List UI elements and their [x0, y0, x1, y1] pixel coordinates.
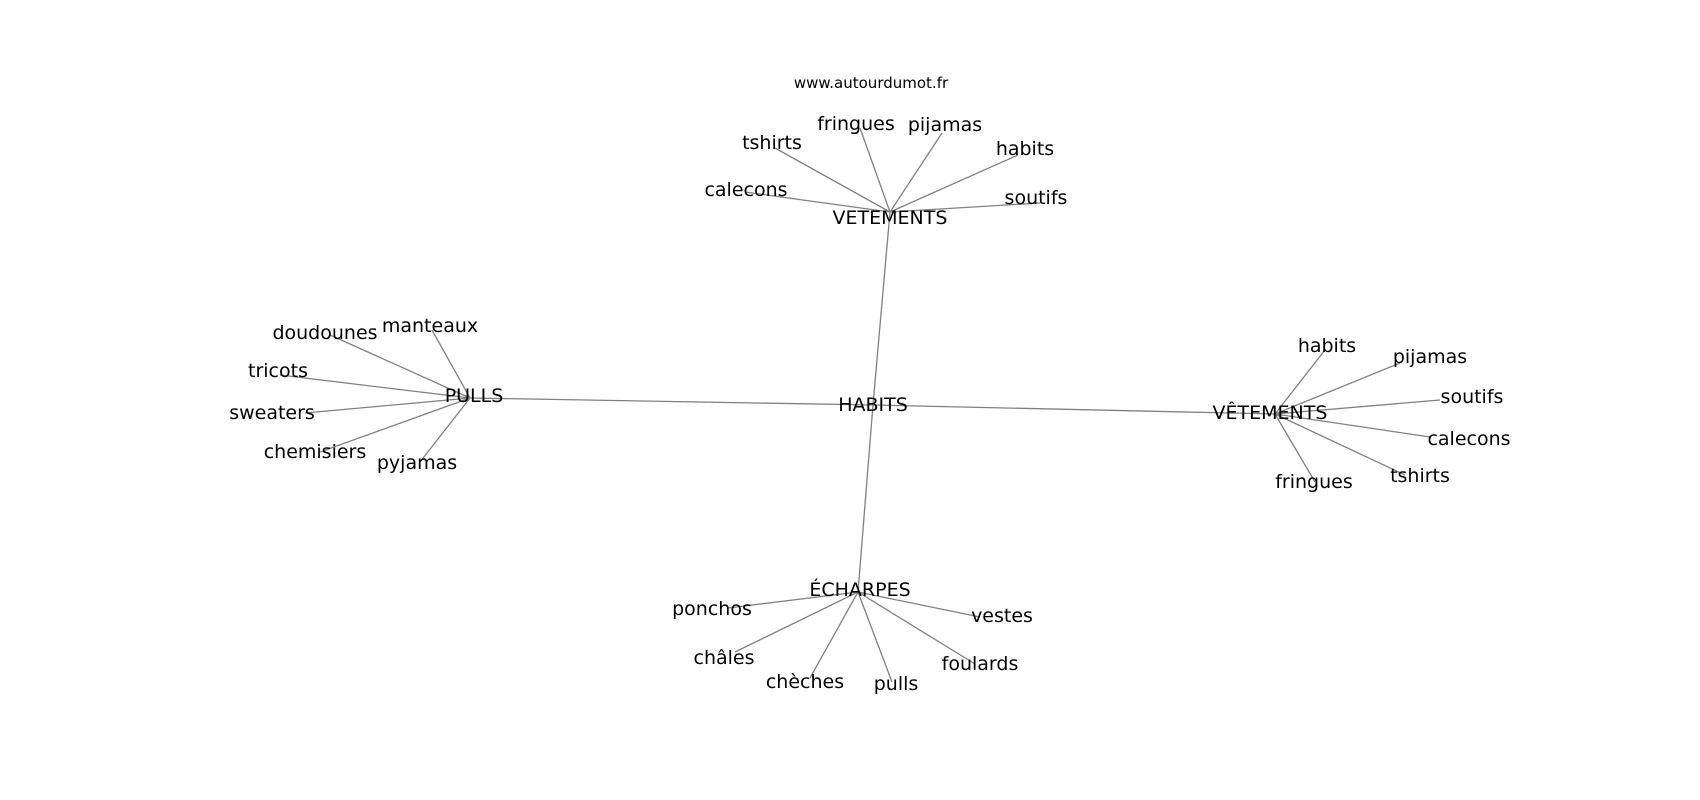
node-leaf-1-0: doudounes	[272, 322, 377, 344]
edge-hub-0-leaf-1	[774, 147, 891, 213]
edge-hub-2-leaf-2	[1274, 399, 1441, 415]
node-hub-1: PULLS	[445, 385, 504, 407]
edge-hub-1-leaf-0	[329, 334, 471, 399]
edge-hub-2-leaf-4	[1274, 413, 1406, 476]
node-hub-3: ÉCHARPES	[809, 578, 910, 601]
edge-hub-1-leaf-2	[279, 374, 471, 399]
edge-center-hub-3	[857, 404, 874, 593]
labels-layer: HABITS VETEMENTS calecons tshirts fringues pi…	[229, 113, 1510, 695]
node-leaf-1-4: chemisiers	[264, 441, 367, 463]
node-leaf-3-1: châles	[694, 647, 755, 669]
edge-hub-0-leaf-3	[889, 132, 943, 213]
edge-hub-2-leaf-0	[1274, 349, 1326, 415]
node-leaf-1-5: pyjamas	[377, 452, 457, 474]
edge-hub-1-leaf-4	[319, 397, 471, 453]
edge-hub-2-leaf-5	[1274, 413, 1316, 483]
edge-center-hub-1	[469, 397, 874, 406]
edge-center-hub-0	[872, 211, 891, 406]
edge-hub-0-leaf-0	[744, 191, 891, 213]
node-leaf-1-3: sweaters	[229, 402, 315, 424]
node-leaf-3-0: ponchos	[672, 598, 752, 620]
node-leaf-1-1: manteaux	[382, 315, 478, 337]
edge-hub-0-leaf-2	[859, 127, 891, 213]
node-leaf-0-3: pijamas	[908, 114, 982, 136]
edge-hub-3-leaf-5	[857, 591, 981, 618]
node-leaf-3-5: vestes	[971, 605, 1033, 627]
edge-hub-3-leaf-4	[857, 591, 976, 665]
node-leaf-3-2: chèches	[766, 671, 844, 693]
edge-hub-3-leaf-1	[734, 591, 859, 653]
edge-hub-2-leaf-1	[1274, 362, 1401, 415]
edge-hub-0-leaf-5	[889, 202, 1041, 213]
edge-hub-3-leaf-2	[809, 591, 859, 679]
edge-hub-0-leaf-4	[889, 154, 1019, 213]
node-leaf-0-1: tshirts	[742, 132, 802, 154]
node-leaf-3-4: foulards	[942, 653, 1019, 675]
edge-hub-3-leaf-0	[727, 591, 859, 609]
source-text: www.autourdumot.fr	[794, 74, 949, 92]
node-leaf-0-2: fringues	[817, 113, 895, 135]
node-leaf-0-4: habits	[996, 138, 1054, 160]
node-leaf-2-0: habits	[1298, 335, 1356, 357]
node-leaf-2-3: calecons	[1427, 428, 1510, 450]
node-leaf-2-1: pijamas	[1393, 346, 1467, 368]
node-leaf-2-2: soutifs	[1441, 386, 1504, 408]
edge-hub-2-leaf-3	[1274, 413, 1431, 438]
node-leaf-2-5: fringues	[1275, 471, 1353, 493]
edge-hub-1-leaf-3	[304, 397, 471, 414]
edges-layer	[279, 127, 1441, 683]
node-hub-0: VETEMENTS	[833, 207, 948, 229]
edge-hub-1-leaf-1	[431, 329, 471, 399]
node-leaf-0-0: calecons	[704, 179, 787, 201]
node-hub-2: VÊTEMENTS	[1213, 401, 1328, 424]
edge-center-hub-2	[872, 404, 1276, 415]
node-leaf-2-4: tshirts	[1390, 465, 1450, 487]
node-leaf-0-5: soutifs	[1005, 187, 1068, 209]
node-center: HABITS	[838, 394, 908, 416]
node-leaf-1-2: tricots	[248, 360, 308, 382]
node-leaf-3-3: pulls	[874, 673, 919, 695]
edge-hub-3-leaf-3	[857, 591, 893, 683]
edge-hub-1-leaf-5	[419, 397, 471, 463]
